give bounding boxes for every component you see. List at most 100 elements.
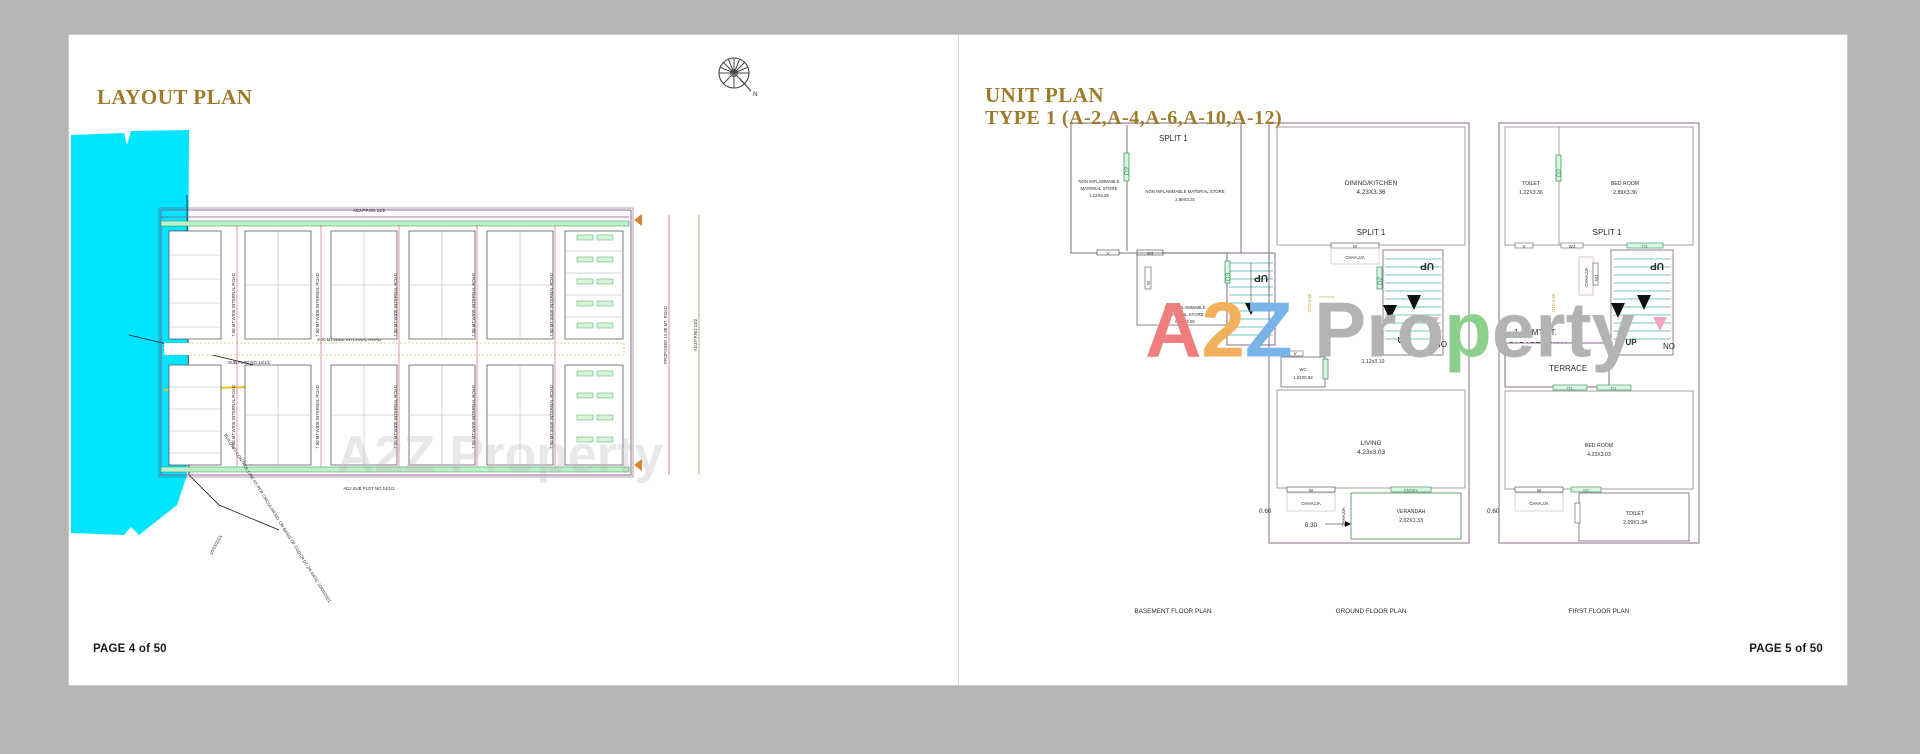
label-ff-toilet2-dim: 2.09X1.34 (1623, 520, 1647, 526)
label-vroad-6: 7.50 MT.WIDE INTERNAL ROAD (231, 385, 236, 449)
label-bsmt-room1-b: MATERIAL STORE (1081, 186, 1118, 191)
label-ff-parapet-h: 1.18 MT.HT. (1514, 328, 1557, 337)
label-ff-w3: W3 (1569, 244, 1576, 249)
page-left-layout-plan: ADJ.F.P.NO.14/2 ADJ SUB PLOT NO.14/1/2 9… (68, 34, 958, 686)
label-gf-chhajja-bot: CHHAJJA (1301, 501, 1320, 506)
label-ff-bed2: BED ROOM (1585, 443, 1613, 449)
label-vroad-9: 7.50 MT.WIDE INTERNAL ROAD (471, 385, 476, 449)
label-gf-d2: D2 (1377, 276, 1384, 285)
label-vroad-1: 7.50 MT.WIDE INTERNAL ROAD (231, 273, 236, 337)
label-ff-bed1: BED ROOM (1611, 181, 1639, 187)
label-bsmt-d2: D2 (1124, 166, 1131, 175)
label-gf-kitchen-dim: 4.23X3.36 (1356, 189, 1386, 196)
label-ff-toilet1: TOILET (1522, 181, 1541, 187)
label-gf-otd: OTD 0.60 (1307, 293, 1312, 312)
label-ff-bed2-dim: 4.23X3.03 (1587, 452, 1611, 458)
label-gf-verandah-dim: 2.02X1.33 (1399, 518, 1423, 524)
label-gf-split1: SPLIT 1 (1357, 228, 1386, 237)
label-gf-kitchen: DINING/KITCHEN (1345, 180, 1398, 187)
caption-basement: BASEMENT FLOOR PLAN (1134, 608, 1212, 615)
label-ff-v: V (1523, 244, 1526, 249)
label-gf-030: 0.30 (1305, 522, 1318, 529)
label-gf-verandah: VERANDAH (1397, 509, 1426, 515)
label-ff-w-bot: W (1537, 488, 1542, 493)
label-ff-up-top: UP (1650, 260, 1664, 271)
label-gf-up-top: UP (1420, 260, 1434, 271)
label-gf-w-bot: W (1309, 488, 1314, 493)
label-vroad-7: 7.50 MT.WIDE INTERNAL ROAD (315, 385, 320, 449)
label-gf-wc: WC (1299, 367, 1306, 372)
label-bsmt-up: UP (1254, 272, 1268, 283)
label-gf-chhajja-side: CHHAJJA (1341, 507, 1346, 526)
label-vroad-10: 7.50 MT.WIDE INTERNAL ROAD (549, 385, 554, 449)
label-bsmt-d3: D3 (1225, 272, 1232, 281)
label-gf-up-bottom: UP (1397, 336, 1409, 345)
page-title-layout: LAYOUT PLAN (97, 85, 253, 109)
label-vroad-3: 7.50 MT.WIDE INTERNAL ROAD (393, 273, 398, 337)
ground-floor-plan: DINING/KITCHEN 4.23X3.36 SPLIT 1 W CHHAJ… (1259, 122, 1470, 615)
label-ff-d1-a: D1 (1567, 386, 1573, 391)
label-vroad-4: 7.50 MT.WIDE INTERNAL ROAD (471, 273, 476, 337)
unit-plan-drawing: D2 SPLIT 1 NON INFLAMMABLE MATERIAL STOR… (1070, 122, 1700, 615)
label-gf-living-dim: 4.23x3.03 (1357, 449, 1386, 456)
label-bsmt-room2-dim: 2.89X3.25 (1175, 197, 1195, 202)
caption-first: FIRST FLOOR PLAN (1569, 608, 1630, 615)
label-ff-chhajja-bot: CHHAJJA (1529, 501, 1548, 506)
label-vroad-2: 7.50 MT.WIDE INTERNAL ROAD (315, 273, 320, 337)
label-ff-bed1-dim: 2.89X3.36 (1613, 190, 1637, 196)
label-bsmt-room2: NON INFLAMMABLE MATERIAL STORE (1145, 189, 1224, 194)
page-subtitle-unit-type: TYPE 1 (A-2,A-4,A-6,A-10,A-12) (985, 107, 1283, 129)
label-bsmt-split1: SPLIT 1 (1159, 134, 1188, 143)
label-bsmt-room3-a: NON INFLAMMABLE (1164, 305, 1205, 310)
first-floor-plan: D2 TOILET 1.22X3.36 BED ROOM 2.89X3.36 S… (1487, 122, 1700, 615)
label-gf-060: 0.60 (1259, 508, 1272, 515)
basement-floor-plan: D2 SPLIT 1 NON INFLAMMABLE MATERIAL STOR… (1070, 122, 1276, 615)
label-bottom-road: ADJ SUB PLOT NO.14/1/2 (343, 486, 395, 491)
label-sub-plot: SUB PLOT NO.14/1/1 (228, 360, 271, 365)
label-date-stamp: 10/03/2021 (208, 534, 223, 556)
label-ff-toilet2: TOILET (1626, 511, 1645, 517)
label-ff-w1: W1 (1594, 274, 1599, 281)
label-gf-no: NO (1435, 340, 1447, 349)
label-ff-060: 0.60 (1487, 508, 1500, 515)
label-bsmt-room3-dim: 0.89X2.05 (1175, 319, 1195, 324)
page-title-unit: UNIT PLAN (985, 83, 1105, 107)
caption-ground: GROUND FLOOR PLAN (1336, 608, 1407, 615)
page-number-left: PAGE 4 of 50 (93, 643, 167, 655)
cyan-parcel (71, 130, 189, 535)
label-ff-chhajja-top: CHHAJJA (1584, 267, 1589, 286)
page-number-right: PAGE 5 of 50 (1749, 643, 1823, 655)
label-bsmt-room3-b: MATERIAL STORE (1167, 312, 1204, 317)
label-bsmt-w3: W3 (1147, 251, 1154, 256)
north-compass-icon: N (718, 57, 758, 98)
label-gf-living: LIVING (1361, 440, 1382, 447)
label-vroad-5: 7.50 MT.WIDE INTERNAL ROAD (549, 273, 554, 337)
label-ff-d2-top: D2 (1556, 168, 1563, 177)
label-vroad-8: 7.50 MT.WIDE INTERNAL ROAD (393, 385, 398, 449)
label-bsmt-room1-dim: 1.22X3.25 (1089, 193, 1109, 198)
label-right-road-2: PROPOSED 12.00 MT. ROAD (663, 306, 668, 364)
label-ff-toilet1-dim: 1.22X3.36 (1519, 190, 1543, 196)
label-ff-d1-b: D1 (1611, 386, 1617, 391)
label-ff-split1: SPLIT 1 (1593, 228, 1622, 237)
label-ff-terrace: TERRACE (1549, 364, 1587, 373)
label-top-road: ADJ.F.P.NO.14/2 (353, 208, 386, 213)
label-gf-wc-dim: 1.02X0.92 (1293, 375, 1313, 380)
page-right-unit-plan: D2 SPLIT 1 NON INFLAMMABLE MATERIAL STOR… (958, 34, 1848, 686)
label-gf-v: V (1294, 351, 1297, 356)
label-ff-d2-bot: D2 (1583, 488, 1589, 493)
layout-plan-drawing: ADJ.F.P.NO.14/2 ADJ SUB PLOT NO.14/1/2 9… (71, 57, 758, 604)
label-gf-chhajja-top: CHHAJJA (1345, 255, 1364, 260)
label-ff-up-bottom: UP (1625, 338, 1637, 347)
label-bsmt-w: W (1146, 280, 1151, 285)
label-ff-d1-top: D1 (1642, 244, 1648, 249)
label-gf-entry: ENTRY (1404, 488, 1419, 493)
label-gf-w-top: W (1353, 244, 1358, 249)
label-ff-no: NO (1663, 342, 1675, 351)
label-ff-otd: OTD 0.65 (1551, 293, 1556, 312)
label-middle-road: 9.00 MT.WIDE INTERNAL ROAD (317, 337, 381, 342)
label-north: N (753, 91, 758, 98)
label-bsmt-v: V (1107, 251, 1110, 256)
label-right-road: ADJ.F.P.NO.13/2 (693, 318, 698, 351)
label-bsmt-room1-a: NON INFLAMMABLE (1078, 179, 1119, 184)
